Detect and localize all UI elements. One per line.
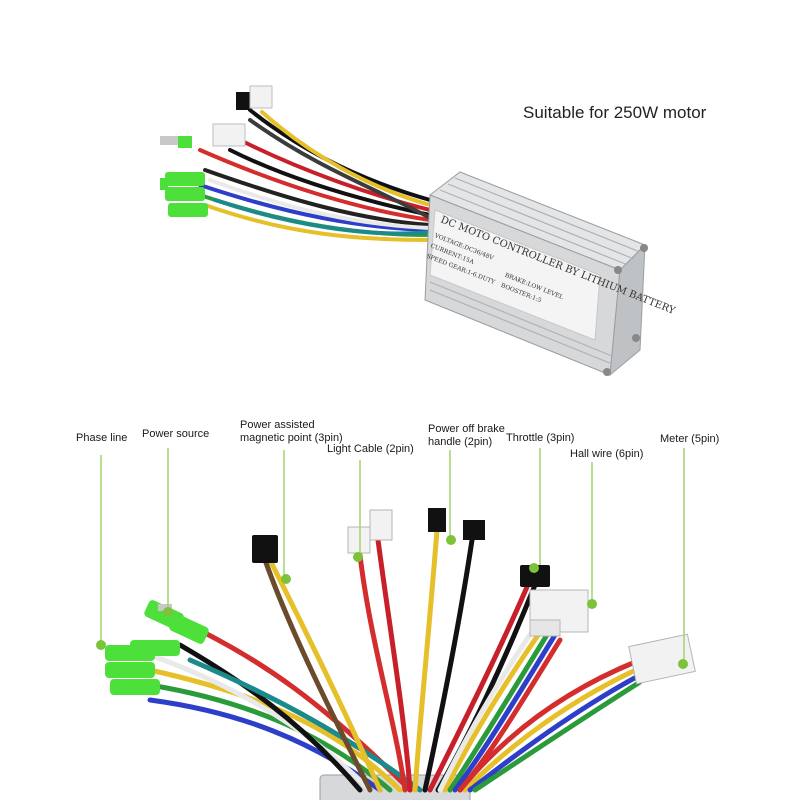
- bottom-wire-bundle: [147, 527, 643, 793]
- callout-power-source: Power source: [142, 428, 210, 440]
- callout-hall-wire: Hall wire (6pin): [570, 448, 644, 460]
- phase-terminals: [105, 640, 180, 695]
- callout-lines: [100, 448, 685, 663]
- callout-brake-1: Power off brake: [428, 423, 505, 435]
- callout-brake-2: handle (2pin): [428, 436, 493, 448]
- top-white-connector-1: [249, 85, 273, 109]
- callout-light-cable: Light Cable (2pin): [327, 443, 414, 455]
- top-wire-bundle: [198, 108, 432, 242]
- top-bullet-terminal: [160, 136, 190, 145]
- callout-meter: Meter (5pin): [660, 433, 720, 445]
- top-green-terminal-0: [178, 136, 192, 148]
- callout-dots: [96, 535, 688, 669]
- power-source-terminals: [144, 600, 209, 644]
- callout-power-assisted-1: Power assisted: [240, 419, 315, 431]
- hall-connector: [529, 589, 589, 637]
- throttle-connector: [520, 565, 550, 587]
- meter-connector: [628, 633, 696, 685]
- callout-power-assisted-2: magnetic point (3pin): [240, 432, 343, 444]
- top-black-connector: [236, 92, 250, 110]
- controller-housing: [424, 171, 648, 377]
- top-green-terminals: [160, 172, 208, 217]
- motor-suitability-caption: Suitable for 250W motor: [523, 103, 707, 122]
- magnetic-point-connector: [252, 535, 278, 563]
- callout-throttle: Throttle (3pin): [506, 432, 575, 444]
- callout-phase-line: Phase line: [76, 432, 128, 444]
- light-cable-connectors: [347, 509, 393, 554]
- brake-connectors: [428, 508, 485, 540]
- top-white-connector-2: [212, 123, 246, 147]
